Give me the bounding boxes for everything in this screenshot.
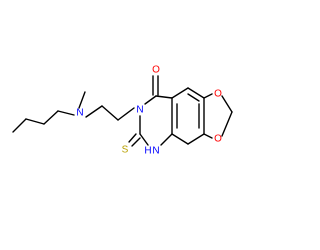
atom-labels: N N N H O S O O xyxy=(76,65,222,157)
ring-nh-hydrogen-label: H xyxy=(144,146,151,157)
bond xyxy=(85,105,103,118)
structure-canvas: N N N H O S O O xyxy=(12,64,233,157)
bond xyxy=(78,91,86,109)
bond xyxy=(187,87,205,99)
bond xyxy=(187,93,200,102)
bond xyxy=(187,133,205,145)
dioxole-oxygen-bottom-label: O xyxy=(214,134,222,145)
bond xyxy=(128,133,137,143)
bond xyxy=(131,137,141,147)
bond xyxy=(25,118,45,125)
thione-sulfur-label: S xyxy=(122,145,129,156)
amine-nitrogen-label: N xyxy=(76,108,83,119)
bond xyxy=(139,133,149,146)
ring-nh-nitrogen-label: N xyxy=(152,146,159,157)
bond xyxy=(43,110,59,125)
bond xyxy=(101,105,119,121)
bond xyxy=(203,93,213,99)
carbonyl-oxygen-label: O xyxy=(152,65,160,76)
ring-nitrogen-label: N xyxy=(136,105,143,116)
bond xyxy=(57,110,75,116)
bond xyxy=(144,95,157,105)
bond xyxy=(171,87,189,99)
bonds xyxy=(12,75,233,147)
bond xyxy=(117,107,135,121)
bond xyxy=(203,133,213,139)
bond xyxy=(160,133,173,146)
dioxole-oxygen-top-label: O xyxy=(214,89,222,100)
molecule-drawing: N N N H O S O O xyxy=(12,65,233,157)
bond xyxy=(221,111,233,137)
bond xyxy=(171,133,189,145)
bond xyxy=(221,95,233,113)
bond xyxy=(155,95,173,99)
bond xyxy=(12,118,27,133)
